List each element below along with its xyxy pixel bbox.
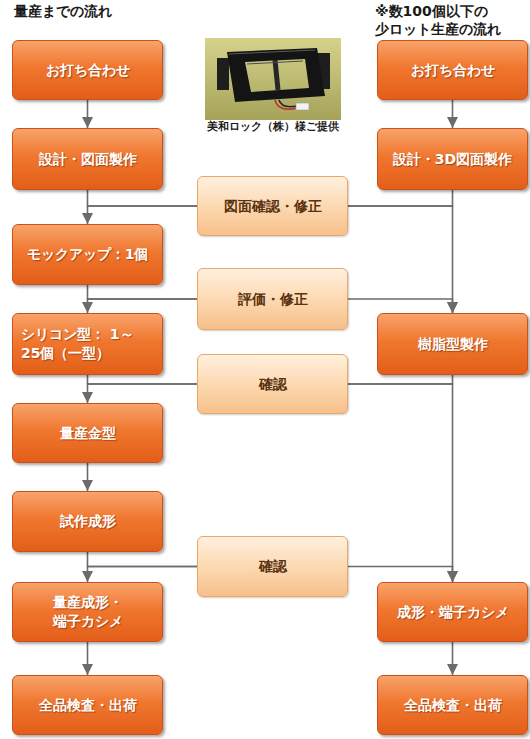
column-heading: ※数100個以下の 少ロット生産の流れ	[375, 2, 527, 38]
flow-connector	[348, 375, 453, 384]
process-box: 設計・図面製作	[12, 128, 163, 190]
flow-connector	[88, 299, 198, 313]
box-text: シリコン型： 1～25個（一型）	[21, 325, 154, 363]
box-text: 量産金型	[60, 424, 116, 443]
flow-connector	[88, 206, 198, 224]
check-box: 図面確認・修正	[197, 176, 348, 236]
check-box: 評価・修正	[197, 268, 348, 330]
box-text: 図面確認・修正	[224, 197, 322, 216]
flow-connector	[452, 100, 454, 128]
flow-connector	[88, 190, 198, 206]
flow-connector	[88, 375, 198, 384]
photo-background	[205, 38, 341, 120]
box-text: お打ち合わせ	[411, 61, 495, 80]
box-text: 全品検査・出荷	[404, 696, 502, 715]
flow-connector	[348, 299, 453, 313]
box-text: 成形・端子カシメ	[397, 603, 509, 622]
flow-connector	[88, 567, 198, 583]
flow-connector	[452, 642, 454, 675]
process-box: お打ち合わせ	[12, 40, 163, 100]
box-text: 試作成形	[60, 512, 116, 531]
process-box: お打ち合わせ	[377, 40, 528, 100]
box-text: 量産成形・端子カシメ	[21, 593, 154, 631]
box-text: 設計・3D図面製作	[393, 150, 512, 169]
product-photo	[205, 38, 341, 120]
column-heading: 量産までの流れ	[14, 2, 214, 20]
process-box: シリコン型： 1～25個（一型）	[12, 313, 163, 375]
process-box: モックアップ：1個	[12, 224, 163, 285]
flow-connector	[348, 384, 453, 582]
check-box: 確認	[197, 536, 348, 597]
process-box: 全品検査・出荷	[12, 675, 163, 735]
photo-caption: 美和ロック（株）様ご提供	[180, 120, 366, 134]
flow-connector	[88, 552, 198, 567]
process-box: 設計・3D図面製作	[377, 128, 528, 190]
box-text: 設計・図面製作	[39, 150, 137, 169]
frame-tab	[217, 58, 229, 90]
box-text: 確認	[259, 375, 287, 394]
wire	[279, 100, 297, 107]
wire	[275, 100, 297, 109]
process-box: 全品検査・出荷	[377, 675, 528, 735]
box-text: モックアップ：1個	[27, 245, 149, 264]
process-box: 成形・端子カシメ	[377, 582, 528, 642]
box-text: 全品検査・出荷	[39, 696, 137, 715]
frame-highlight	[247, 61, 303, 64]
flow-connector	[87, 463, 89, 491]
process-box: 試作成形	[12, 491, 163, 552]
check-box: 確認	[197, 354, 348, 414]
flow-connector	[348, 206, 453, 313]
flow-connector	[348, 190, 453, 206]
box-text: お打ち合わせ	[46, 61, 130, 80]
process-box: 樹脂型製作	[377, 313, 528, 375]
flow-connector	[87, 100, 89, 128]
process-box: 量産成形・端子カシメ	[12, 582, 163, 642]
connector-plug	[296, 103, 309, 110]
box-text: 評価・修正	[238, 290, 308, 309]
flow-connector	[348, 567, 453, 583]
plastic-frame	[227, 48, 325, 102]
box-text: 樹脂型製作	[418, 335, 488, 354]
frame-bar	[275, 60, 278, 90]
process-box: 量産金型	[12, 403, 163, 463]
flow-connector	[88, 285, 198, 299]
frame-highlight	[229, 50, 315, 54]
flow-connector	[88, 384, 198, 403]
box-text: 確認	[259, 557, 287, 576]
flow-connector	[87, 642, 89, 675]
